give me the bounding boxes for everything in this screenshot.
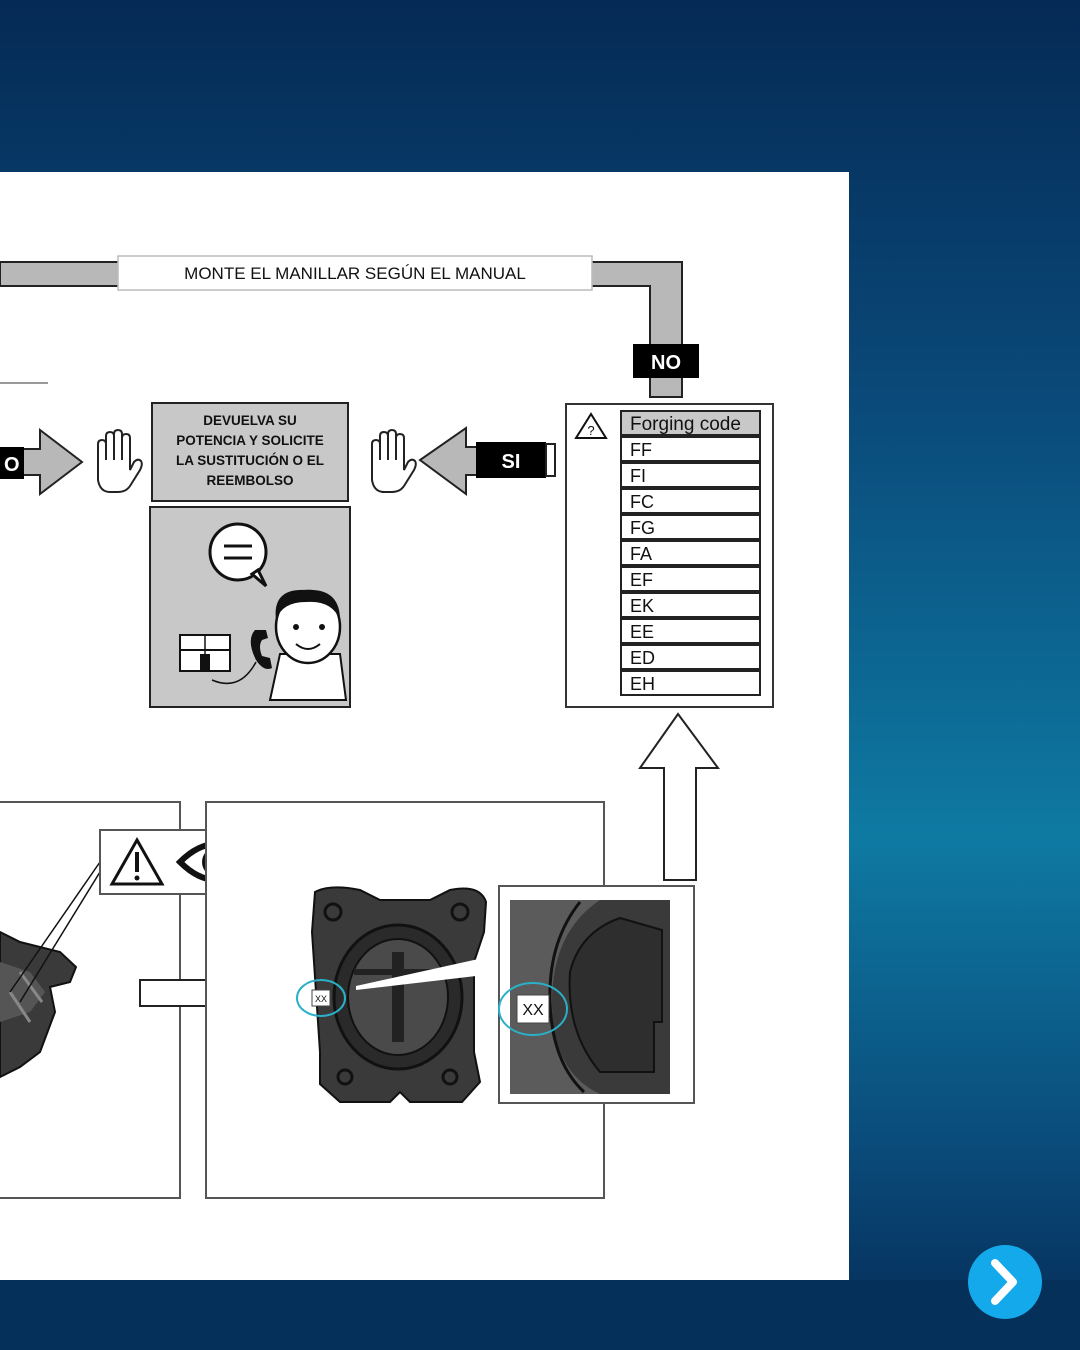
stem-part-illustration xyxy=(0,930,78,1079)
si-arrow: SI xyxy=(418,426,556,496)
warning-question-icon: ? xyxy=(574,412,608,439)
forging-code-item: FG xyxy=(630,518,655,538)
forging-code-item: ED xyxy=(630,648,655,668)
forging-code-cell xyxy=(620,514,761,540)
cut-tag: O xyxy=(4,454,20,476)
forging-code-cell xyxy=(620,488,761,514)
phone-icon xyxy=(211,630,272,685)
person-icon xyxy=(268,589,348,701)
mark-highlight xyxy=(498,982,568,1036)
bottom-band xyxy=(0,1280,1080,1350)
instruction-line: REEMBOLSO xyxy=(206,473,293,488)
forging-code-cell xyxy=(620,644,761,670)
forging-code-cell xyxy=(620,592,761,618)
zoom-detail: XX xyxy=(498,885,695,1104)
forging-code-item: EF xyxy=(630,570,653,590)
forging-mark-zoom: XX xyxy=(522,1002,544,1019)
forging-code-item: FA xyxy=(630,544,652,564)
stem-face-illustration xyxy=(310,886,488,1103)
forging-code-cell xyxy=(620,540,761,566)
svg-text:?: ? xyxy=(587,423,594,438)
top-bar-label: MONTE EL MANILLAR SEGÚN EL MANUAL xyxy=(184,264,526,283)
instruction-box: DEVUELVA SU POTENCIA Y SOLICITE LA SUSTI… xyxy=(151,402,349,502)
forging-code-item: FI xyxy=(630,466,646,486)
forging-code-header: Forging code xyxy=(630,414,741,435)
flowchart: MONTE EL MANILLAR SEGÚN EL MANUAL NO O D… xyxy=(0,255,774,1199)
chevron-right-icon xyxy=(991,1259,1017,1305)
hand-icon xyxy=(97,428,143,493)
top-bar-label-box xyxy=(117,255,593,291)
forging-code-item: FC xyxy=(630,492,654,512)
warning-icon xyxy=(109,836,165,886)
forging-code-cell xyxy=(620,436,761,462)
next-button[interactable] xyxy=(968,1245,1042,1319)
instruction-line: POTENCIA Y SOLICITE xyxy=(176,433,324,448)
diagram-page: MONTE EL MANILLAR SEGÚN EL MANUAL NO O D… xyxy=(0,172,849,1280)
up-arrow xyxy=(638,712,720,881)
customer-service-illustration xyxy=(149,506,351,708)
si-tag: SI xyxy=(502,451,521,473)
speech-bubble-icon xyxy=(208,522,268,588)
stem-box-icon xyxy=(179,634,231,672)
mark-highlight xyxy=(296,979,346,1017)
no-tag: NO xyxy=(633,344,699,378)
forging-code-cell xyxy=(620,618,761,644)
forging-code-cell xyxy=(620,670,761,696)
forging-code-box: ? Forging code FF FI FC FG FA EF EK EE ED EH xyxy=(565,403,774,708)
forging-code-item: EK xyxy=(630,596,654,616)
forging-code-cell xyxy=(620,462,761,488)
svg-text:NO: NO xyxy=(651,352,681,374)
forging-code-list: FF FI FC FG FA EF EK EE ED EH xyxy=(620,436,761,696)
forging-code-cell xyxy=(620,566,761,592)
top-connector: MONTE EL MANILLAR SEGÚN EL MANUAL xyxy=(0,255,683,398)
forging-code-item: EE xyxy=(630,622,654,642)
forging-code-item: FF xyxy=(630,440,652,460)
forging-code-item: EH xyxy=(630,674,655,694)
instruction-line: DEVUELVA SU xyxy=(203,413,297,428)
left-arrow: O xyxy=(0,427,84,497)
hand-icon xyxy=(371,428,417,493)
forging-mark-small: XX xyxy=(315,994,327,1004)
instruction-line: LA SUSTITUCIÓN O EL xyxy=(176,453,324,468)
